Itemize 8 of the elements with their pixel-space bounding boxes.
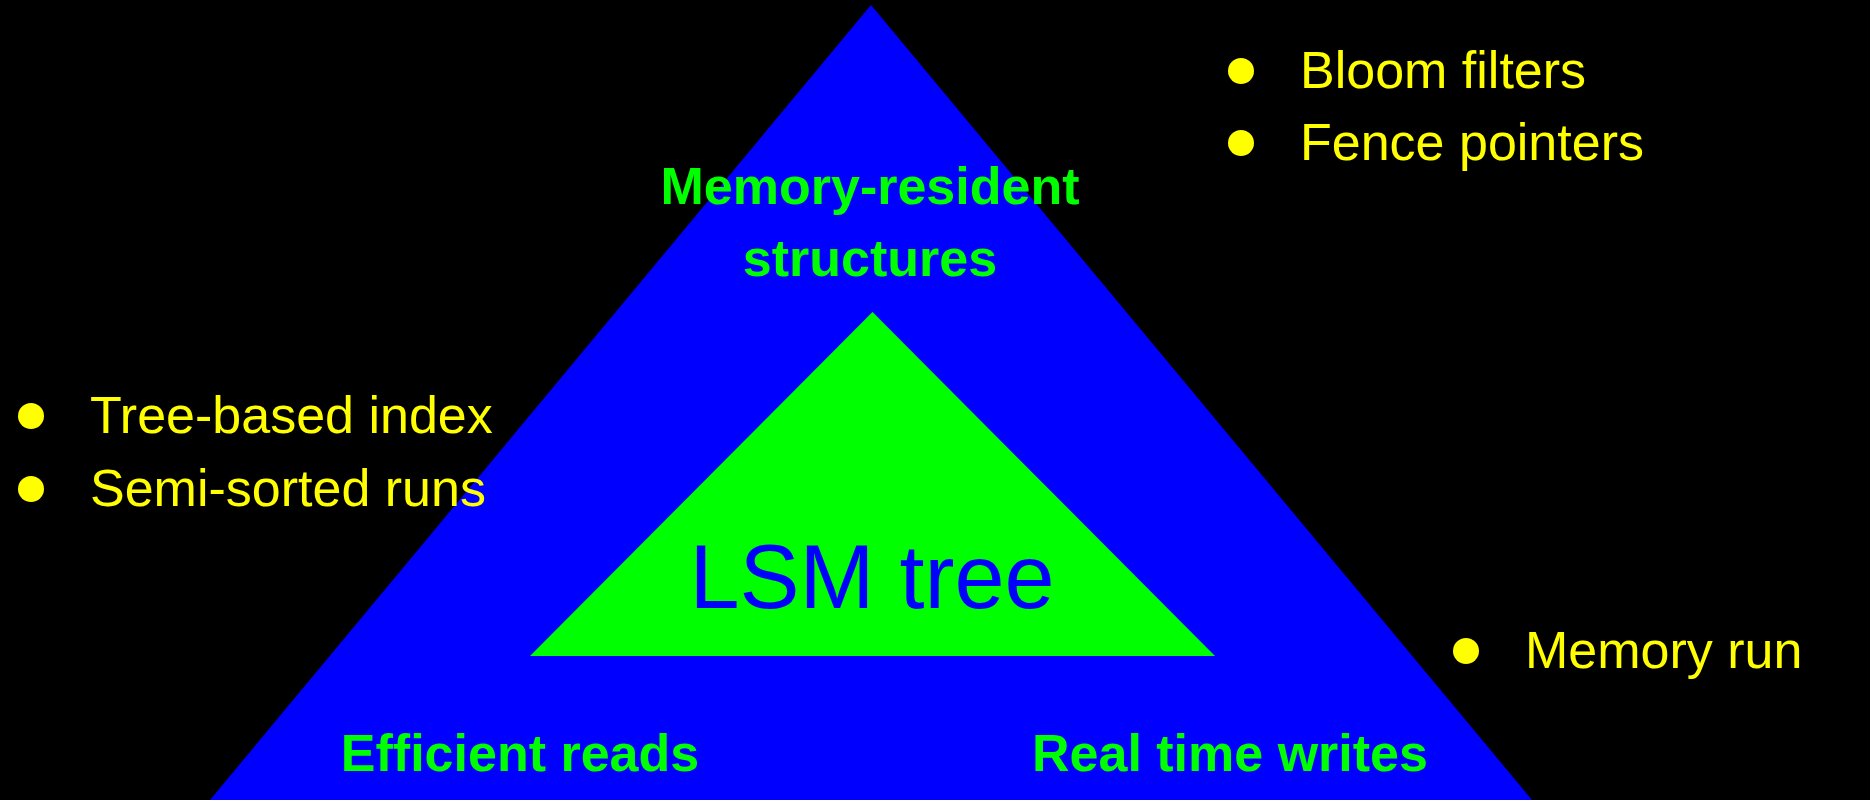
- center-title: LSM tree: [688, 527, 1056, 627]
- list-item: Tree-based index: [90, 385, 493, 445]
- corner-label: Efficient reads: [339, 723, 701, 783]
- corner-label: Real time writes: [1031, 723, 1429, 783]
- list-item: Memory run: [1525, 620, 1803, 680]
- list-item: Fence pointers: [1300, 112, 1644, 172]
- list-item: Bloom filters: [1300, 40, 1587, 100]
- inner-triangle: [530, 312, 1215, 656]
